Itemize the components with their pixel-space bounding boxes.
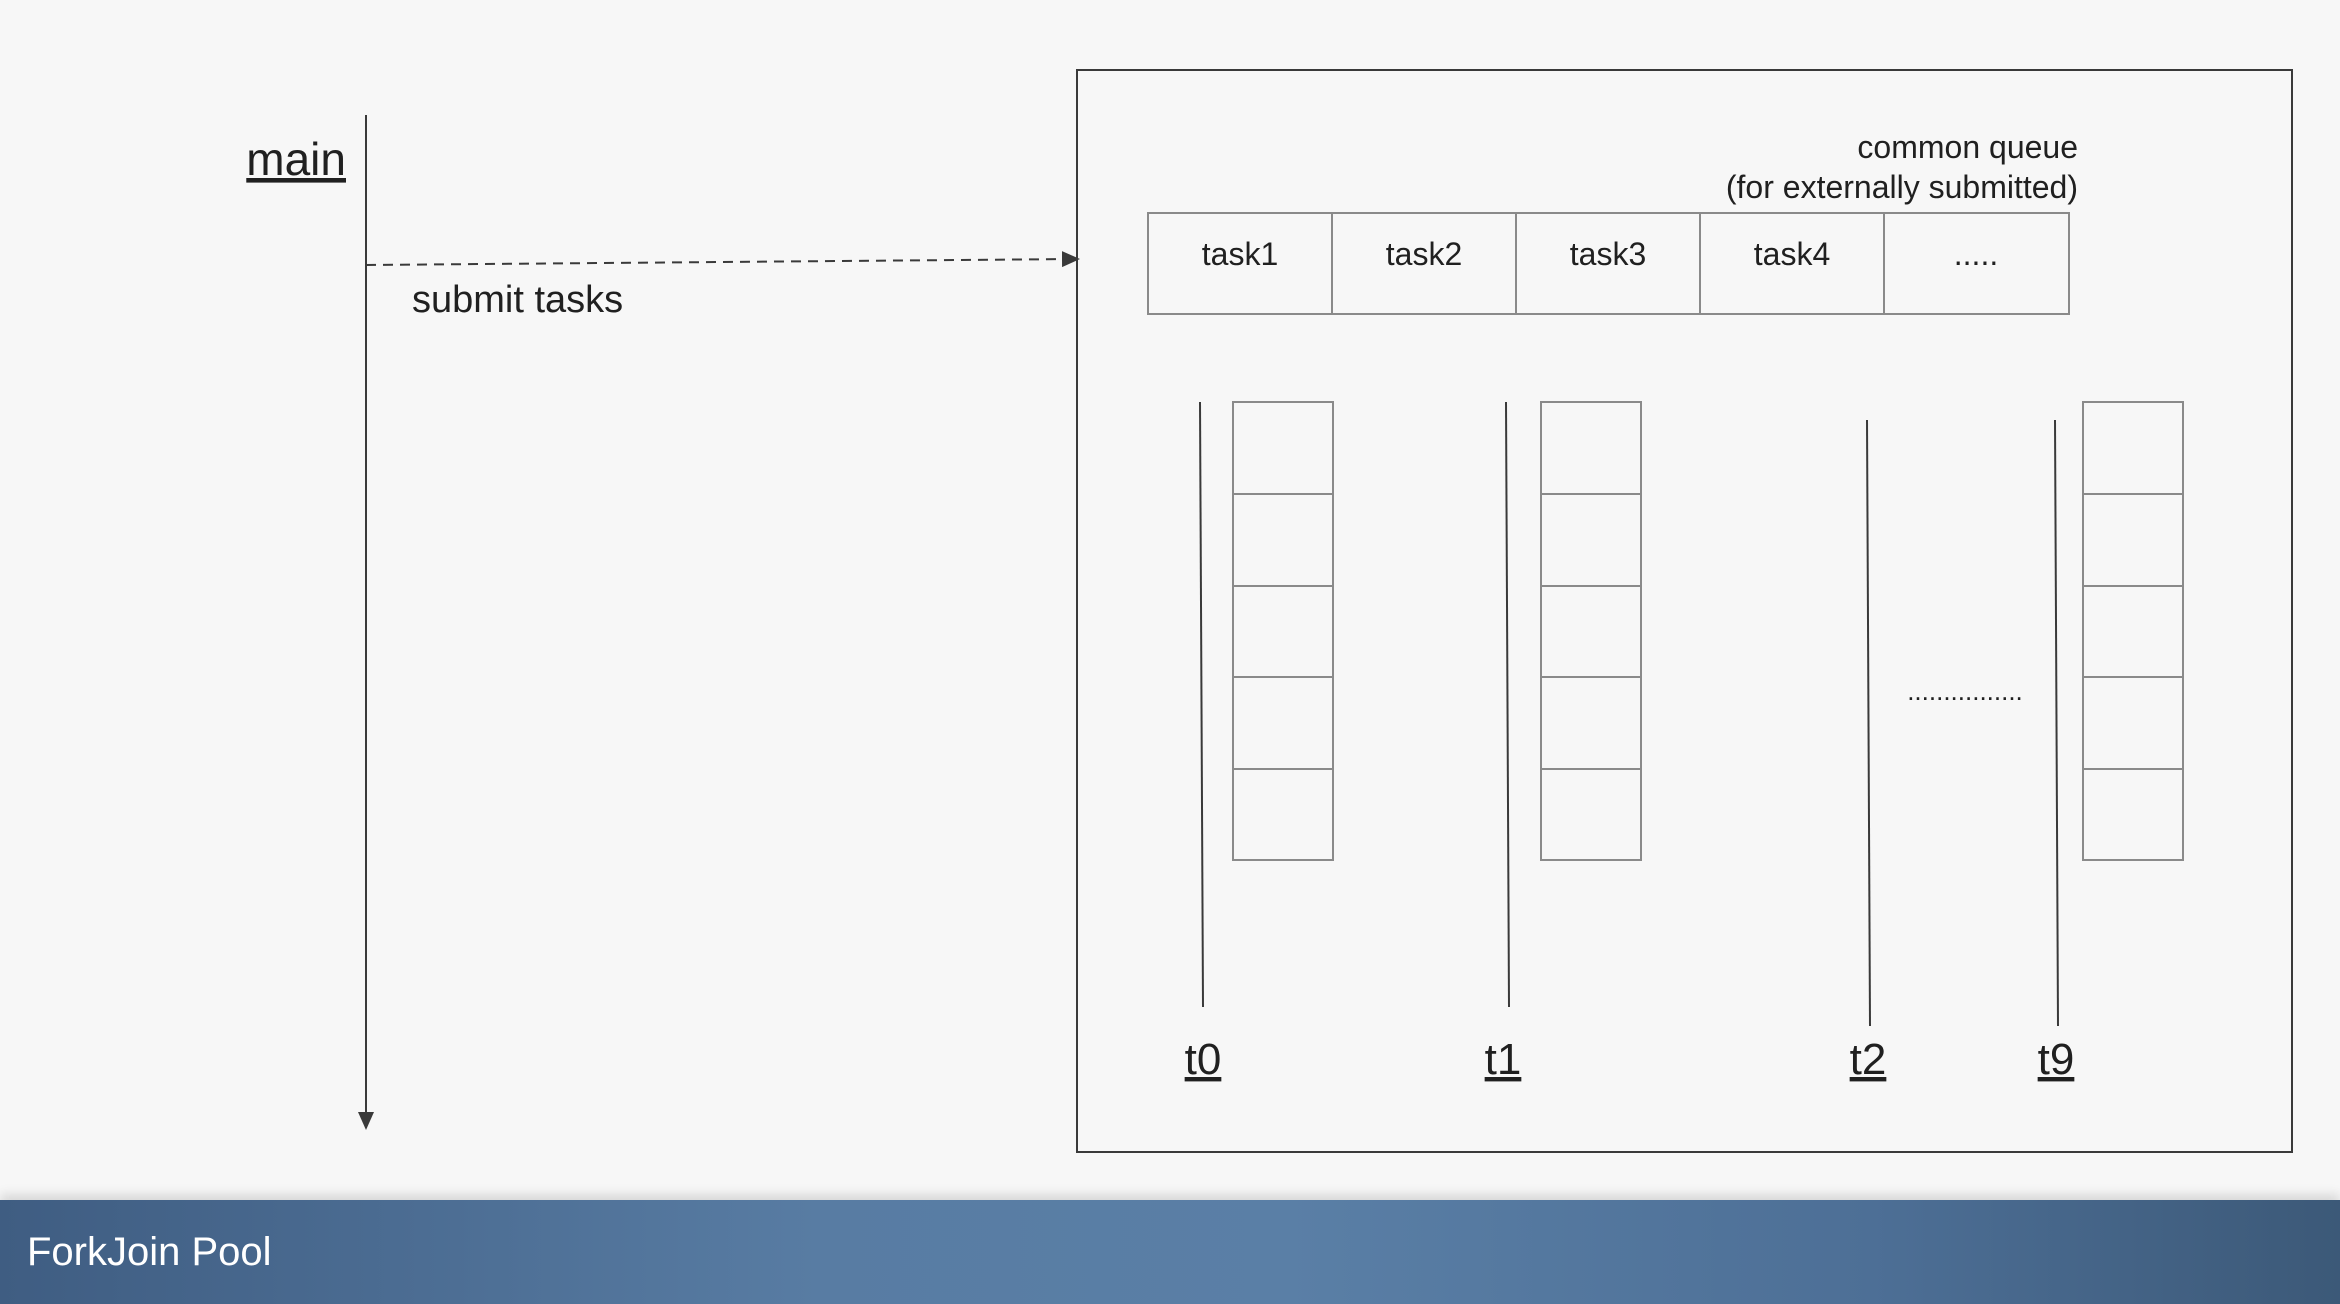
forkjoin-diagram: main submit tasks common queue (for exte…	[246, 69, 2293, 1153]
footer-bar: ForkJoin Pool	[0, 1200, 2340, 1304]
thread-label-t9: t9	[2038, 1035, 2075, 1084]
thread-label-t2: t2	[1850, 1035, 1887, 1084]
submit-tasks-arrow	[365, 251, 1080, 268]
deque-slot	[1232, 585, 1334, 678]
deque-slot	[1540, 768, 1642, 861]
slide-title: ForkJoin Pool	[27, 1230, 272, 1274]
thread-line-t2	[1866, 419, 1871, 1027]
threads-gap-dots: ................	[1907, 676, 2023, 706]
deque-slot	[1232, 401, 1334, 495]
submit-tasks-label: submit tasks	[412, 279, 623, 321]
deque-slot	[1540, 401, 1642, 495]
deque-slot	[2082, 676, 2184, 770]
common-queue-caption: common queue	[1857, 129, 2078, 165]
deque-slot	[1540, 676, 1642, 770]
common-queue: task1 task2 task3 task4 .....	[1147, 212, 2070, 315]
queue-cell-label: task3	[1570, 236, 1646, 272]
thread-line-t1	[1505, 401, 1510, 1008]
deque-t0	[1232, 401, 1334, 861]
deque-slot	[1232, 768, 1334, 861]
forkjoin-pool-box	[1076, 69, 2293, 1153]
queue-cell-label: .....	[1954, 236, 1998, 272]
deque-slot	[2082, 585, 2184, 678]
deque-slot	[1540, 493, 1642, 587]
thread-line-t0	[1199, 401, 1204, 1008]
queue-cell	[1883, 212, 2070, 315]
queue-cell-label: task1	[1202, 236, 1278, 272]
thread-line-t9	[2054, 419, 2059, 1027]
deque-slot	[1540, 585, 1642, 678]
queue-cell-label: task2	[1386, 236, 1462, 272]
deque-slot	[2082, 768, 2184, 861]
thread-label-t1: t1	[1485, 1035, 1522, 1084]
queue-cell-label: task4	[1754, 236, 1830, 272]
deque-t9	[2082, 401, 2184, 861]
thread-label-t0: t0	[1185, 1035, 1222, 1084]
common-queue-subcaption: (for externally submitted)	[1726, 169, 2078, 205]
deque-slot	[1232, 676, 1334, 770]
deque-slot	[2082, 493, 2184, 587]
main-label: main	[246, 133, 346, 185]
deque-t1	[1540, 401, 1642, 861]
deque-slot	[2082, 401, 2184, 495]
deque-slot	[1232, 493, 1334, 587]
